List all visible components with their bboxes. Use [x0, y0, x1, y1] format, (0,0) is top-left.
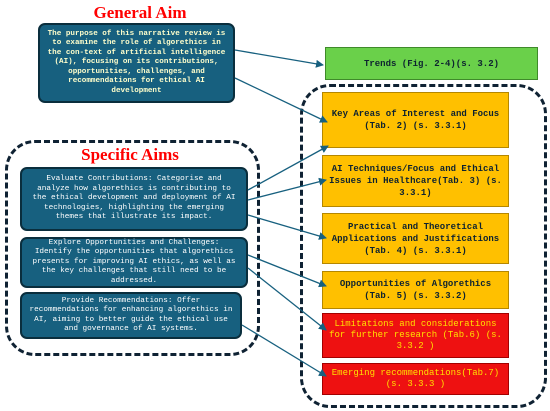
result-box-6: Emerging recommendations(Tab.7) (s. 3.3.…: [322, 363, 509, 395]
general-aim-title: General Aim: [93, 3, 187, 22]
arrow-aim2-to-limitations: [247, 267, 327, 331]
specific-aim-text-3: Provide Recommendations: Offer recommend…: [29, 296, 233, 333]
specific-aim-text-2: Explore Opportunities and Challenges: Id…: [32, 238, 236, 285]
specific-aim-box-1: Evaluate Contributions: Categorise and a…: [20, 167, 248, 231]
result-text-3: Practical and Theoretical Applications a…: [331, 221, 500, 256]
specific-aim-box-3: Provide Recommendations: Offer recommend…: [20, 292, 242, 339]
result-text-2: AI Techniques/Focus and Ethical Issues i…: [329, 164, 502, 198]
result-text-6: Emerging recommendations(Tab.7) (s. 3.3.…: [331, 368, 500, 389]
result-text-5: Limitations and considerations for furth…: [329, 319, 502, 351]
result-box-4: Opportunities of Algorethics (Tab. 5) (s…: [322, 271, 509, 309]
general-aim-text: The purpose of this narrative review is …: [47, 30, 226, 95]
result-box-3: Practical and Theoretical Applications a…: [322, 213, 509, 264]
trends-text: Trends (Fig. 2-4)(s. 3.2): [363, 58, 500, 69]
trends-box: Trends (Fig. 2-4)(s. 3.2): [325, 47, 538, 80]
arrow-aim1-to-key-areas: [247, 145, 329, 191]
arrow-general-to-trends: [234, 49, 324, 68]
specific-aims-title: Specific Aims: [81, 145, 179, 164]
result-box-5: Limitations and considerations for furth…: [322, 313, 509, 358]
results-group: [300, 84, 547, 408]
specific-aim-box-2: Explore Opportunities and Challenges: Id…: [20, 237, 248, 288]
arrow-general-to-key-areas: [234, 77, 328, 123]
general-aim-box: The purpose of this narrative review is …: [38, 23, 235, 103]
result-text-4: Opportunities of Algorethics (Tab. 5) (s…: [339, 279, 492, 301]
specific-aim-text-1: Evaluate Contributions: Categorise and a…: [32, 175, 236, 222]
arrow-aim3-to-recommendations: [241, 324, 327, 377]
result-box-1: Key Areas of Interest and Focus (Tab. 2)…: [322, 92, 509, 148]
arrow-aim2-to-opportunities: [247, 254, 327, 288]
result-text-1: Key Areas of Interest and Focus (Tab. 2)…: [331, 109, 500, 131]
specific-aims-group: [5, 140, 260, 356]
result-box-2: AI Techniques/Focus and Ethical Issues i…: [322, 155, 509, 207]
arrow-aim1-to-practical: [247, 214, 327, 240]
arrow-aim1-to-ai-techniques: [247, 177, 327, 201]
